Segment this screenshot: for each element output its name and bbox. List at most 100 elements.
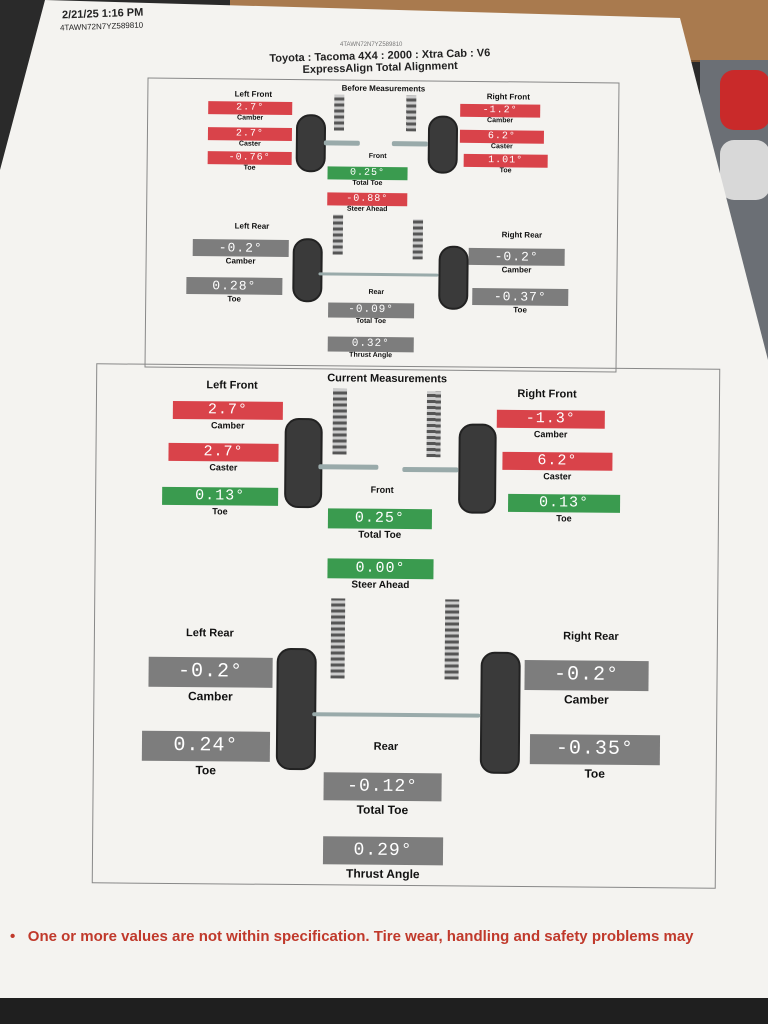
current-lf-caster-bar: 2.7° <box>168 442 279 462</box>
current-thrust-angle-label: Thrust Angle <box>345 866 420 882</box>
current-rear-axle <box>312 712 481 718</box>
print-vin: 4TAWN72N7YZ589810 <box>59 20 144 33</box>
before-steer-ahead-label: Steer Ahead <box>346 205 388 214</box>
current-rear-total-toe-bar: -0.12° <box>323 772 442 802</box>
before-rear-total-toe-value: -0.09° <box>348 303 394 317</box>
small-vin: 4TAWN72N7YZ589810 <box>340 42 403 48</box>
before-lf-caster-bar: 2.7° <box>207 127 293 142</box>
before-rf-toe-bar: 1.01° <box>463 153 548 168</box>
warning-text: One or more values are not within specif… <box>27 928 694 945</box>
current-lr-toe-value: 0.24° <box>173 733 239 758</box>
before-lf-toe-value: -0.76° <box>228 152 271 164</box>
before-rf-camber-bar: -1.2° <box>460 103 541 118</box>
current-rr-toe-label: Toe <box>584 766 605 781</box>
current-total-toe-label: Total Toe <box>358 529 402 541</box>
before-right-front-title: Right Front <box>486 92 530 102</box>
current-left-rear-title: Left Rear <box>186 627 234 640</box>
spec-warning: • One or more values are not within spec… <box>10 928 694 945</box>
report-title: Toyota : Tacoma 4X4 : 2000 : Xtra Cab : … <box>200 45 561 78</box>
before-left-front-title: Left Front <box>234 89 273 99</box>
current-rf-caster-value: 6.2° <box>537 452 578 470</box>
before-right-rear-title: Right Rear <box>501 230 543 240</box>
before-total-toe-value: 0.25° <box>349 167 386 180</box>
before-steer-ahead-value: -0.88° <box>346 193 389 206</box>
current-right-rear-tire <box>479 651 521 774</box>
before-lf-toe-bar: -0.76° <box>207 151 292 166</box>
current-lr-camber-bar: -0.2° <box>148 656 273 688</box>
current-rf-caster-label: Caster <box>543 471 572 482</box>
before-measurements-panel: Before Measurements Left Front 2.7° Camb… <box>144 77 620 373</box>
before-thrust-angle-value: 0.32° <box>351 337 390 351</box>
before-lr-camber-label: Camber <box>225 256 256 266</box>
before-rear-label: Rear <box>368 288 385 297</box>
before-title: Before Measurements <box>341 83 426 94</box>
soda-can <box>720 70 768 130</box>
before-lr-camber-bar: -0.2° <box>192 239 289 258</box>
current-left-front-strut <box>332 388 348 455</box>
current-right-front-arm <box>402 466 459 473</box>
before-lf-caster-label: Caster <box>238 140 261 148</box>
current-rf-camber-value: -1.3° <box>525 410 576 428</box>
before-rf-camber-label: Camber <box>487 117 514 125</box>
before-right-front-strut <box>405 95 417 132</box>
current-lf-caster-value: 2.7° <box>203 443 244 461</box>
before-rr-toe-value: -0.37° <box>493 289 547 305</box>
before-rr-toe-label: Toe <box>513 305 527 315</box>
current-steer-ahead-value: 0.00° <box>355 559 406 577</box>
paper-edge-shadow <box>0 998 768 1024</box>
before-right-front-tire <box>427 115 459 174</box>
current-rf-camber-label: Camber <box>533 429 568 440</box>
current-right-front-tire <box>457 423 497 514</box>
current-left-front-title: Left Front <box>206 379 258 392</box>
before-lr-toe-label: Toe <box>227 294 242 304</box>
before-lf-camber-label: Camber <box>237 114 264 122</box>
before-left-front-strut <box>333 94 345 131</box>
current-right-rear-title: Right Rear <box>563 630 619 643</box>
before-rr-camber-value: -0.2° <box>494 249 539 265</box>
print-datetime: 2/21/25 1:16 PM <box>61 6 144 22</box>
current-rf-toe-label: Toe <box>556 513 572 524</box>
before-left-rear-title: Left Rear <box>234 221 270 231</box>
current-rf-camber-bar: -1.3° <box>496 409 605 429</box>
before-rear-axle <box>318 272 439 277</box>
before-rf-toe-label: Toe <box>499 167 512 175</box>
current-measurements-panel: Current Measurements Left Front 2.7° Cam… <box>91 363 721 889</box>
current-lf-toe-value: 0.13° <box>195 487 246 505</box>
before-rf-caster-label: Caster <box>490 143 513 151</box>
current-thrust-angle-bar: 0.29° <box>322 836 444 866</box>
before-right-rear-strut <box>412 219 424 260</box>
before-rf-camber-value: -1.2° <box>482 105 518 117</box>
before-rear-total-toe-label: Total Toe <box>355 317 387 326</box>
current-rear-label: Rear <box>373 740 399 753</box>
current-rr-toe-bar: -0.35° <box>529 734 661 766</box>
current-lf-toe-bar: 0.13° <box>162 486 279 506</box>
before-left-rear-tire <box>292 238 323 303</box>
before-lr-toe-value: 0.28° <box>212 278 257 294</box>
current-steer-ahead-bar: 0.00° <box>327 558 434 580</box>
current-right-front-strut <box>426 391 442 458</box>
before-lf-toe-label: Toe <box>243 164 256 172</box>
before-thrust-angle-label: Thrust Angle <box>349 351 393 360</box>
current-rf-caster-bar: 6.2° <box>502 451 613 471</box>
before-lf-caster-value: 2.7° <box>235 128 265 140</box>
current-lf-caster-label: Caster <box>209 462 238 473</box>
before-total-toe-bar: 0.25° <box>327 166 408 181</box>
current-rf-toe-bar: 0.13° <box>507 493 621 513</box>
current-lr-camber-label: Camber <box>187 689 233 704</box>
current-steer-ahead-label: Steer Ahead <box>351 579 410 592</box>
current-rr-camber-label: Camber <box>563 692 609 707</box>
warning-bullet: • <box>10 928 16 945</box>
before-front-label: Front <box>368 152 387 161</box>
current-front-label: Front <box>370 484 394 495</box>
before-left-front-tire <box>295 114 327 173</box>
current-right-rear-strut <box>444 599 460 680</box>
before-lf-camber-value: 2.7° <box>236 102 265 114</box>
current-total-toe-value: 0.25° <box>354 509 406 527</box>
soda-can <box>720 140 768 200</box>
before-rr-camber-label: Camber <box>501 265 532 275</box>
current-rear-total-toe-value: -0.12° <box>347 776 419 798</box>
current-rr-camber-value: -0.2° <box>553 663 620 687</box>
before-rf-caster-value: 6.2° <box>487 131 516 143</box>
before-rf-toe-value: 1.01° <box>488 155 524 167</box>
